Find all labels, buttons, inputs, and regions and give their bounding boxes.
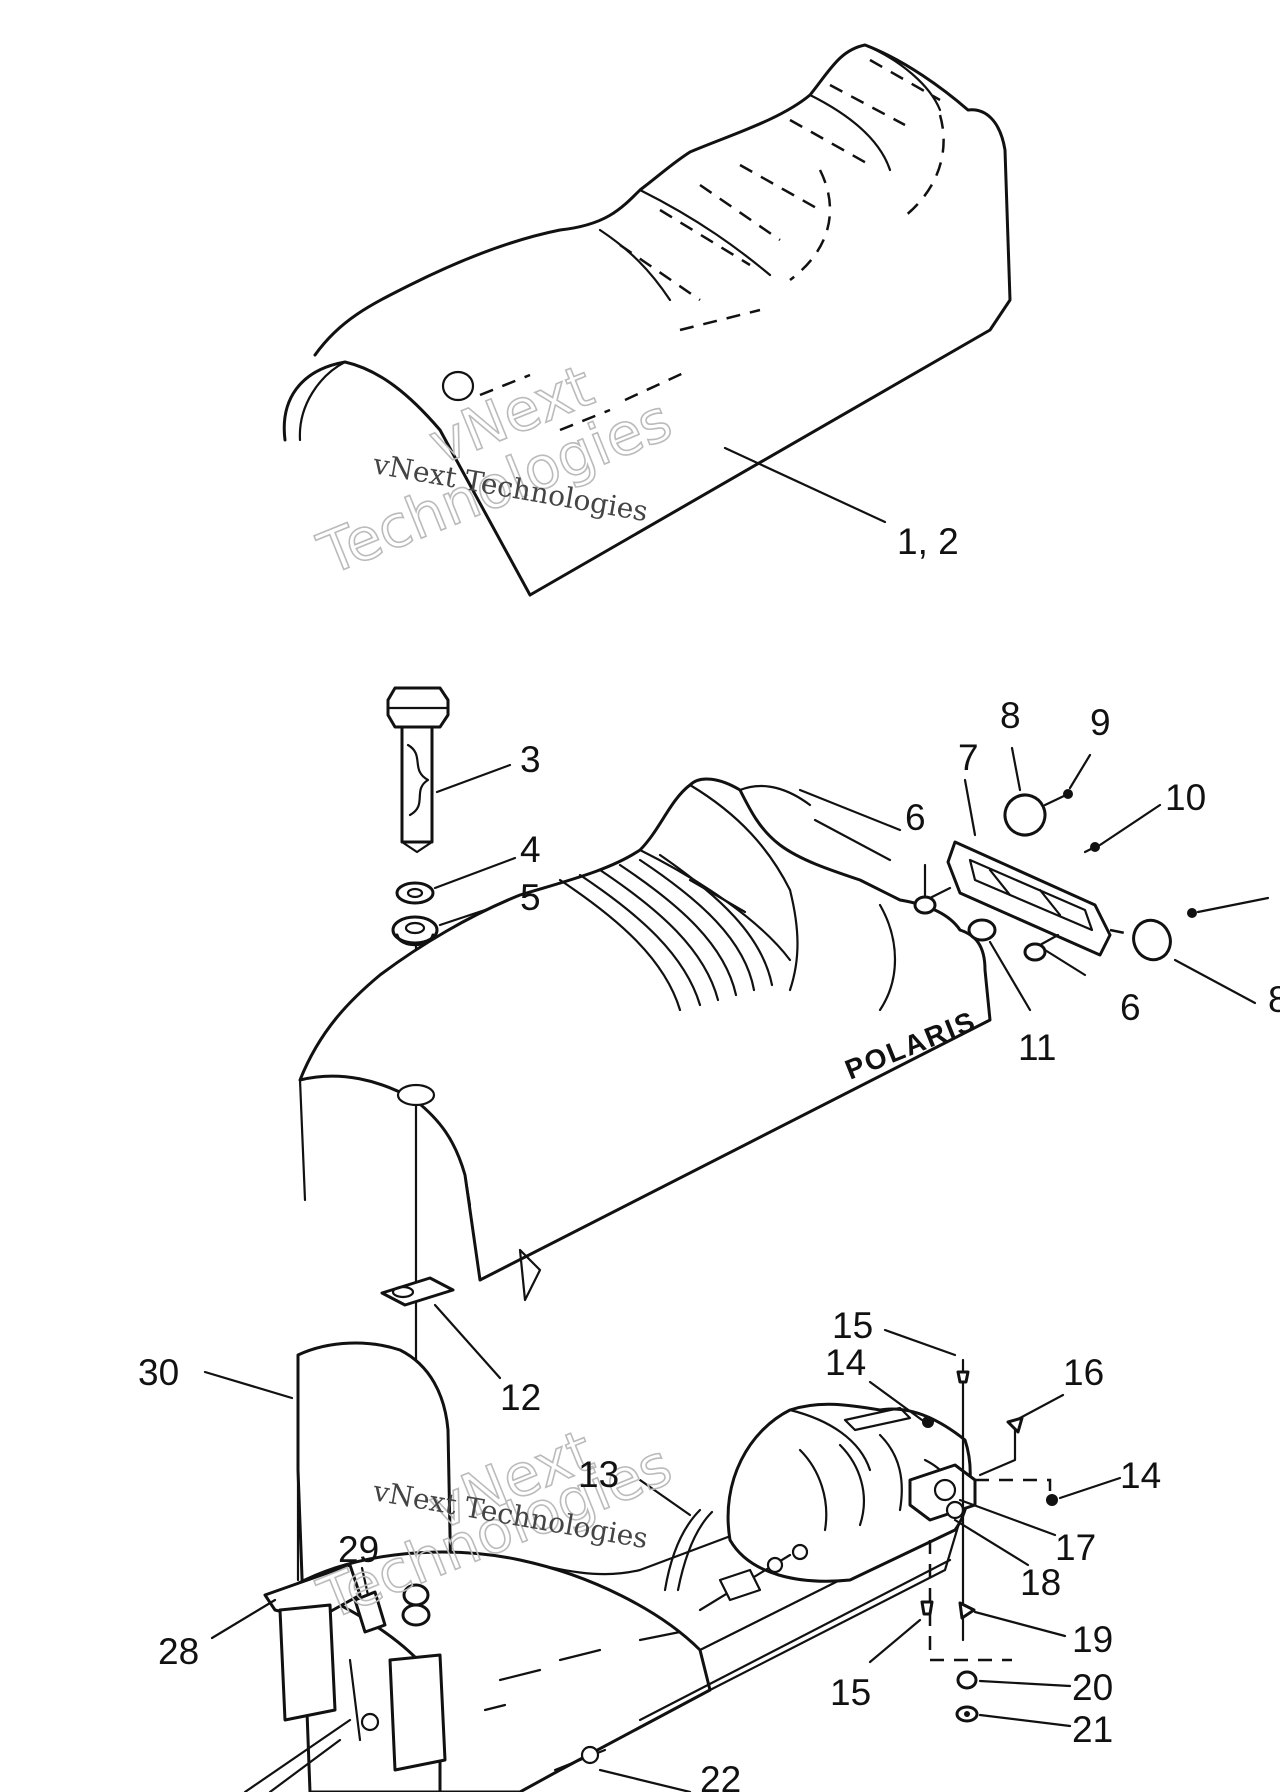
leader-line-15-lower <box>868 1618 922 1664</box>
leader-line-13 <box>638 1478 692 1517</box>
rear-tunnel-part <box>293 1463 962 1792</box>
leader-line-17 <box>958 1498 1057 1537</box>
callout-11: 11 <box>1018 1027 1056 1068</box>
reflector-part-upper <box>1003 793 1047 837</box>
callout-28: 28 <box>158 1631 199 1672</box>
callout-12: 12 <box>500 1377 541 1418</box>
leader-line-8-upper <box>1010 746 1022 792</box>
callout-19: 19 <box>1072 1619 1113 1660</box>
callout-1-2: 1, 2 <box>897 521 959 562</box>
dash-line-bracket <box>1109 928 1136 937</box>
fastener-19-part <box>958 1601 976 1620</box>
callout-14-upper: 14 <box>825 1342 866 1383</box>
seat-bolt-part <box>386 686 450 854</box>
callout-9: 9 <box>1090 702 1111 743</box>
dash-line-right-upper <box>975 1478 1052 1500</box>
callout-18: 18 <box>1020 1562 1061 1603</box>
callout-14-lower: 14 <box>1120 1455 1161 1496</box>
reflector-part-lower <box>1132 918 1172 962</box>
callout-22: 22 <box>700 1759 741 1792</box>
leader-line-9 <box>1068 753 1092 790</box>
gasket-part <box>380 1276 455 1307</box>
leader-line-11 <box>988 940 1032 1012</box>
fastener-14-upper-part <box>922 1416 934 1428</box>
light-bracket-part <box>946 840 1112 957</box>
leader-line-3 <box>435 763 512 794</box>
callout-3: 3 <box>520 739 541 780</box>
callout-8-upper: 8 <box>1000 695 1021 736</box>
pull-handle-13-part <box>663 1508 714 1592</box>
leader-line-21 <box>978 1713 1072 1728</box>
leader-line-18 <box>953 1518 1030 1567</box>
callout-20: 20 <box>1072 1667 1113 1708</box>
callout-6-upper: 6 <box>905 797 926 838</box>
leader-line-14-lower <box>1058 1476 1122 1500</box>
callout-13: 13 <box>578 1454 619 1495</box>
stud-part-lower <box>1023 933 1060 962</box>
leader-line-7 <box>963 778 977 837</box>
callout-15-upper: 15 <box>832 1305 873 1346</box>
stud-part-upper <box>913 886 952 915</box>
hinge-rod-part <box>698 1543 809 1612</box>
callout-4: 4 <box>520 829 541 870</box>
callout-17: 17 <box>1055 1527 1096 1568</box>
leader-line-1-2 <box>723 446 887 524</box>
fuel-tank-part <box>726 1402 972 1583</box>
leader-line-22 <box>598 1768 692 1792</box>
leader-line-20 <box>978 1679 1072 1688</box>
callout-30: 30 <box>138 1352 179 1393</box>
leader-line-10 <box>1098 803 1162 847</box>
leader-line-14-upper <box>868 1380 924 1422</box>
callout-5: 5 <box>520 877 541 918</box>
callout-10: 10 <box>1165 777 1206 818</box>
seat-cover-part <box>282 43 1012 597</box>
dash-line-right-lower <box>928 1540 1012 1662</box>
rubber-grommet-rear-part <box>401 1583 431 1627</box>
washer-part <box>395 881 435 905</box>
leader-line-6-lower <box>1043 948 1087 977</box>
leader-line-28 <box>210 1598 277 1640</box>
leader-line-29 <box>360 1566 370 1597</box>
lens-part <box>967 918 997 942</box>
callout-15-lower: 15 <box>830 1672 871 1713</box>
callout-29: 29 <box>338 1529 379 1570</box>
leader-line-19 <box>973 1610 1067 1638</box>
leader-line-15-upper <box>883 1328 957 1357</box>
screw-part-right <box>1187 896 1270 918</box>
seat-assembly-part <box>298 777 992 1302</box>
callout-7: 7 <box>958 737 979 778</box>
fastener-16-part <box>978 1416 1024 1477</box>
rear-hinge-part <box>553 1745 607 1772</box>
callout-6-lower: 6 <box>1120 987 1141 1028</box>
screw-part-10 <box>1083 842 1100 854</box>
screw-part <box>1043 789 1073 807</box>
leader-line-16 <box>1018 1393 1065 1420</box>
tail-light-housing-part <box>243 1563 447 1792</box>
callout-8-lower: 8 <box>1268 979 1280 1020</box>
leader-line-12 <box>433 1303 502 1380</box>
leader-line-8-lower <box>1173 958 1257 1005</box>
nut-21-part <box>955 1705 979 1723</box>
leader-line-4 <box>433 856 517 890</box>
callout-21: 21 <box>1072 1709 1113 1750</box>
leader-line-30 <box>203 1370 294 1400</box>
washer-20-part <box>956 1670 978 1690</box>
fastener-14-lower-part <box>1046 1494 1058 1506</box>
callout-16: 16 <box>1063 1352 1104 1393</box>
